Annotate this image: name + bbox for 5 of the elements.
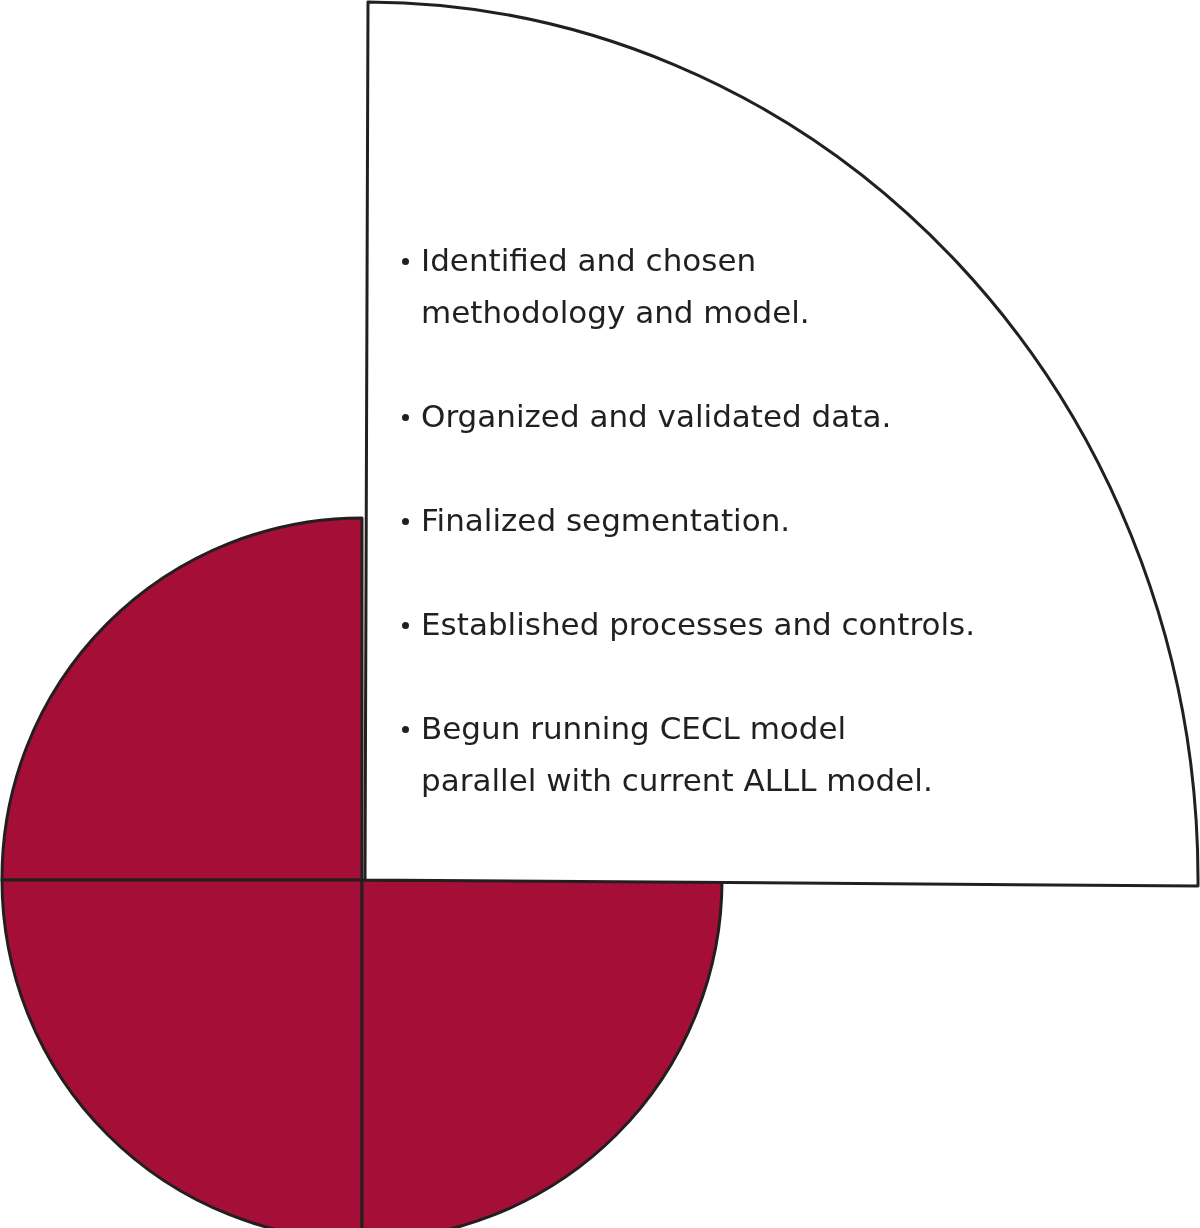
list-item: Begun running CECL model parallel with current ALLL model. — [421, 709, 934, 800]
list-item: Established processes and controls. — [421, 605, 976, 644]
list-item: Identified and chosen methodology and model. — [421, 241, 811, 332]
list-item: Organized and validated data. — [421, 397, 892, 436]
list-item: Finalized segmentation. — [421, 501, 791, 540]
